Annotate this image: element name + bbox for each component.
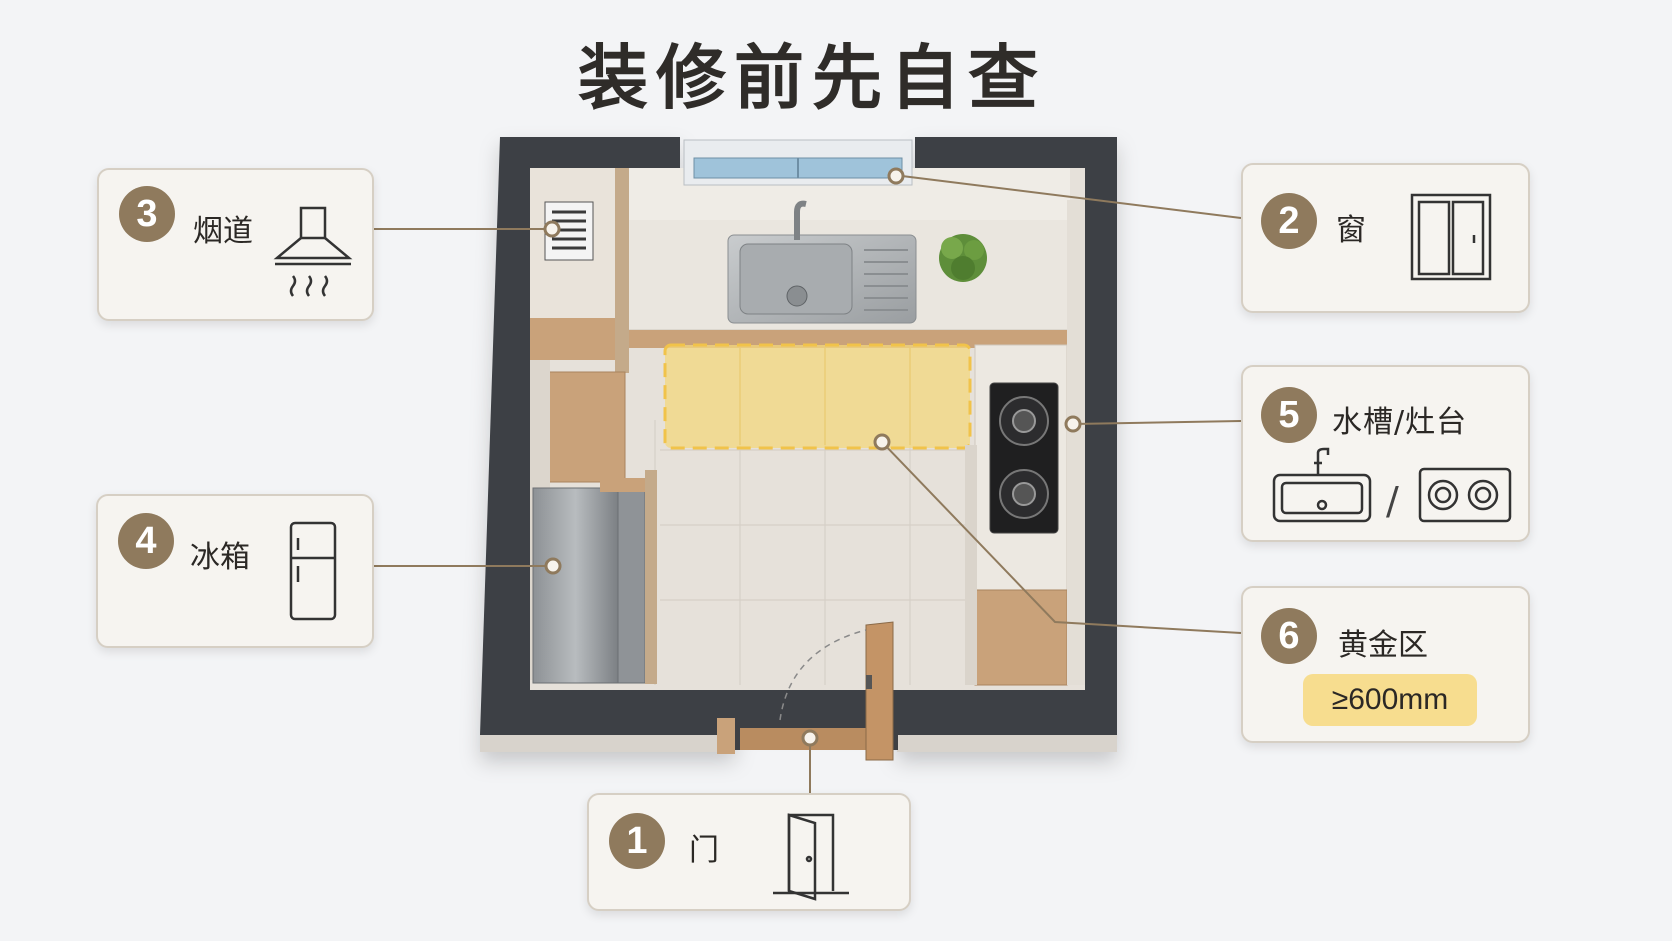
floor-tiles xyxy=(654,420,975,685)
sink-icon xyxy=(1272,447,1372,523)
callout-card-door: 1 门 xyxy=(587,793,911,911)
callout-card-fridge: 4 冰箱 xyxy=(96,494,374,648)
stove-icon xyxy=(1418,467,1512,523)
gas-stove xyxy=(989,382,1059,534)
callout-number-badge: 3 xyxy=(119,186,175,242)
fridge xyxy=(532,478,652,684)
left-cabinet-column xyxy=(530,168,629,680)
leader-dots xyxy=(543,167,1082,747)
callout-number-badge: 2 xyxy=(1261,193,1317,249)
plant xyxy=(939,234,987,282)
callout-label: 水槽/灶台 xyxy=(1332,405,1468,440)
callout-number-badge: 1 xyxy=(609,813,665,869)
golden-zone-size-badge: ≥600mm xyxy=(1303,674,1477,726)
callout-label: 烟道 xyxy=(193,214,253,249)
page-title: 装修前先自查 xyxy=(578,37,1046,119)
door-icon xyxy=(773,813,849,901)
callout-number-badge: 4 xyxy=(118,513,174,569)
callout-label: 冰箱 xyxy=(190,540,250,575)
separator-slash: / xyxy=(1386,479,1399,523)
fridge-icon xyxy=(289,521,337,621)
callout-card-sink-stove: 5 水槽/灶台 / xyxy=(1241,365,1530,542)
callout-card-golden-zone: 6 黄金区 ≥600mm xyxy=(1241,586,1530,743)
leader-lines xyxy=(374,175,1242,793)
window xyxy=(683,139,913,186)
window-icon xyxy=(1410,193,1492,281)
callout-card-flue: 3 烟道 xyxy=(97,168,374,321)
callout-number-badge: 5 xyxy=(1261,387,1317,443)
callout-number-badge: 6 xyxy=(1261,608,1317,664)
range-hood-icon xyxy=(273,206,353,297)
sink xyxy=(727,200,917,324)
callout-label: 黄金区 xyxy=(1338,628,1428,663)
callout-label: 门 xyxy=(689,833,719,868)
callout-label: 窗 xyxy=(1336,213,1366,248)
callout-card-window: 2 窗 xyxy=(1241,163,1530,313)
golden-zone-area xyxy=(663,343,972,450)
